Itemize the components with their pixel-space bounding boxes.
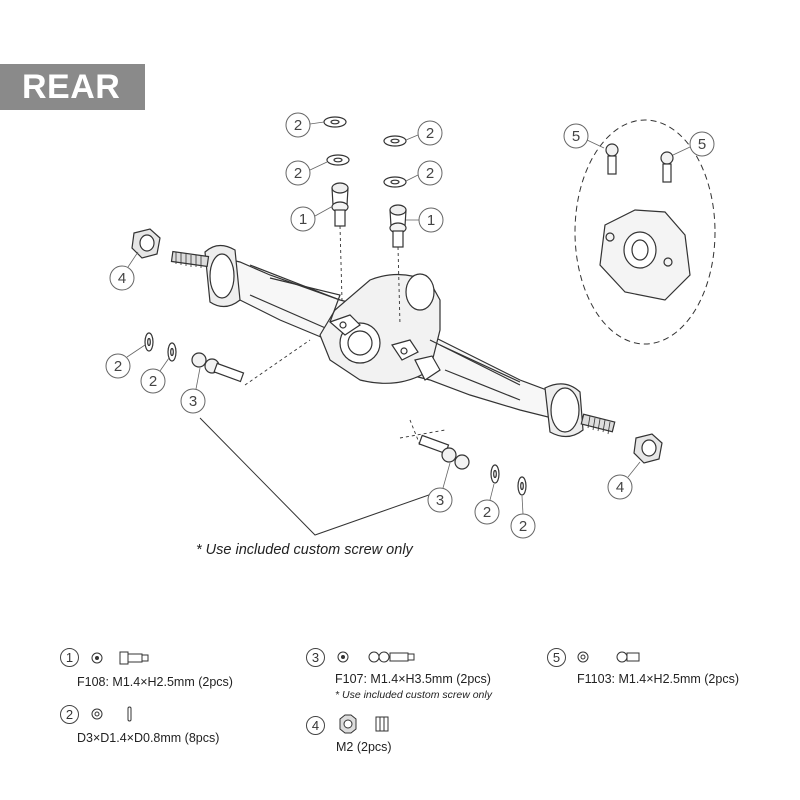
callout-4: 4 xyxy=(607,474,633,500)
legend-spec-1: F108: M1.4×H2.5mm (2pcs) xyxy=(77,675,233,689)
callout-5-text: 5 xyxy=(572,128,580,145)
callout-2: 2 xyxy=(417,120,443,146)
section-banner: REAR xyxy=(0,64,145,110)
callout-2: 2 xyxy=(474,499,500,525)
detail-bracket xyxy=(599,209,691,301)
callout-5: 5 xyxy=(689,131,715,157)
leader-lines xyxy=(244,225,446,446)
callout-2: 2 xyxy=(140,368,166,394)
callout-3: 3 xyxy=(180,388,206,414)
legend-icons-2 xyxy=(91,706,132,722)
legend-number-5: 5 xyxy=(547,648,566,667)
callout-2-text: 2 xyxy=(294,165,302,182)
callout-2: 2 xyxy=(510,513,536,539)
legend-number-3: 3 xyxy=(306,648,325,667)
callout-1-text: 1 xyxy=(299,211,307,228)
banner-label: REAR xyxy=(22,67,121,106)
callout-2-text: 2 xyxy=(519,518,527,535)
callout-4: 4 xyxy=(109,265,135,291)
left-axle-thread xyxy=(170,250,210,268)
callout-2-text: 2 xyxy=(294,117,302,134)
callout-4-text: 4 xyxy=(118,270,126,287)
callout-2-text: 2 xyxy=(426,125,434,142)
callout-5: 5 xyxy=(563,123,589,149)
legend-number-1: 1 xyxy=(60,648,79,667)
legend-number-4: 4 xyxy=(306,716,325,735)
legend-icons-3 xyxy=(337,651,415,663)
note-leader xyxy=(199,417,444,536)
callout-2-text: 2 xyxy=(114,358,122,375)
callout-1-text: 1 xyxy=(427,212,435,229)
callout-2-text: 2 xyxy=(149,373,157,390)
detail-outline xyxy=(574,119,716,345)
legend-spec-2: D3×D1.4×D0.8mm (8pcs) xyxy=(77,731,220,745)
callout-4-text: 4 xyxy=(616,479,624,496)
right-hex-nut xyxy=(633,433,663,464)
callout-2-text: 2 xyxy=(426,165,434,182)
legend-spec-4: M2 (2pcs) xyxy=(336,740,392,754)
legend-sub-3: * Use included custom screw only xyxy=(335,689,492,701)
pivot-ball-screws xyxy=(331,182,407,248)
callout-2-text: 2 xyxy=(483,504,491,521)
legend-spec-3: F107: M1.4×H3.5mm (2pcs) xyxy=(335,672,491,686)
callout-3: 3 xyxy=(427,487,453,513)
callout-2: 2 xyxy=(105,353,131,379)
custom-screw-note: * Use included custom screw only xyxy=(196,542,413,558)
callout-3-text: 3 xyxy=(189,393,197,410)
axle-housing xyxy=(204,244,584,438)
legend-spec-5: F1103: M1.4×H2.5mm (2pcs) xyxy=(577,672,739,686)
detail-ball-studs xyxy=(605,143,674,183)
callout-2: 2 xyxy=(417,160,443,186)
legend-icons-4 xyxy=(339,714,389,734)
legend-number-2: 2 xyxy=(60,705,79,724)
ball-studs xyxy=(191,352,470,470)
right-axle-thread xyxy=(580,413,616,435)
washers xyxy=(144,116,527,496)
callout-1: 1 xyxy=(418,207,444,233)
callout-5-text: 5 xyxy=(698,136,706,153)
callout-2: 2 xyxy=(285,160,311,186)
legend-icons-5 xyxy=(577,651,640,663)
callout-2: 2 xyxy=(285,112,311,138)
legend-icons-1 xyxy=(91,651,149,665)
left-hex-nut xyxy=(131,228,161,259)
callout-3-text: 3 xyxy=(436,492,444,509)
callout-1: 1 xyxy=(290,206,316,232)
callouts: 2 2 2 2 1 1 4 4 2 2 3 3 2 2 5 5 xyxy=(105,112,715,539)
